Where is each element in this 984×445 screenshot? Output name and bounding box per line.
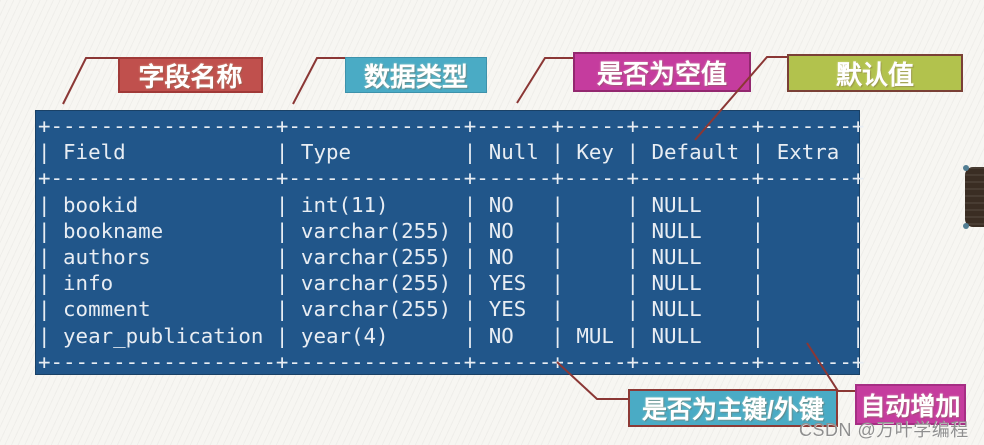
annotation-label-primary-key: 是否为主键/外键: [628, 389, 838, 427]
describe-table-ascii: +------------------+--------------+-----…: [38, 114, 865, 374]
annotation-label-auto-increment: 自动增加: [855, 384, 966, 425]
callout-line-nullable: [516, 57, 573, 104]
annotation-label-data-type: 数据类型: [345, 57, 487, 93]
callout-line-data-type: [292, 57, 345, 105]
marker-pen-graphic: [963, 165, 984, 229]
watermark: CSDN @万叶学编程: [799, 420, 969, 440]
mysql-console-output: +------------------+--------------+-----…: [35, 110, 865, 375]
callout-line-field-name: [62, 57, 118, 105]
annotation-label-field-name: 字段名称: [118, 57, 263, 93]
annotation-label-default: 默认值: [787, 54, 963, 92]
annotation-label-nullable: 是否为空值: [573, 52, 751, 92]
